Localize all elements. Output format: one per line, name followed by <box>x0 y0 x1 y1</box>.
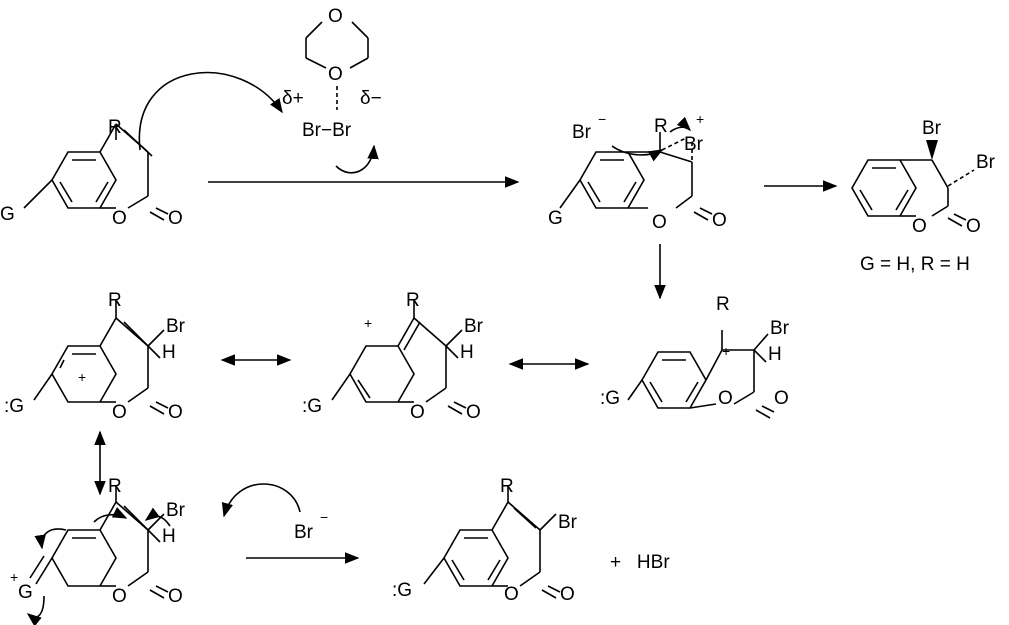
atom-g-lonepair: :G <box>4 396 24 417</box>
atom-carbonyl-o: O <box>168 586 183 607</box>
atom-br: Br <box>770 318 790 339</box>
charge-plus: + <box>10 569 18 585</box>
reagent-dioxane-bromine: O O δ+ δ− Br−Br <box>282 6 382 141</box>
atom-ring-o: O <box>504 584 519 605</box>
atom-ring-o: O <box>112 402 127 423</box>
atom-r: R <box>406 290 420 311</box>
dioxane-o-bottom: O <box>328 64 343 85</box>
condition-label: G = H, R = H <box>860 254 970 275</box>
atom-carbonyl-o: O <box>168 208 183 229</box>
atom-g: G <box>548 208 563 229</box>
atom-r: R <box>108 117 122 138</box>
atom-carbonyl-o: O <box>560 584 575 605</box>
atom-br-right: Br <box>976 152 996 173</box>
molecule-3-bromocoumarin: R Br :G O O <box>392 476 578 605</box>
atom-r: R <box>108 290 122 311</box>
resonance-form-a: R Br H + :G O O <box>4 290 186 423</box>
charge-plus: + <box>696 111 704 127</box>
atom-r: R <box>716 294 730 315</box>
atom-br-bridging: Br <box>684 134 704 155</box>
atom-r: R <box>108 476 122 497</box>
curved-arrow-bromide-base <box>221 483 301 518</box>
curved-arrow-ch-break <box>144 507 171 527</box>
dioxane-o-top: O <box>328 6 343 27</box>
bromide-base: Br <box>294 522 314 543</box>
charge-plus: + <box>364 315 372 331</box>
atom-ring-o: O <box>912 216 927 237</box>
atom-carbonyl-o: O <box>466 402 481 423</box>
charge-plus: + <box>78 369 86 385</box>
atom-g-lonepair: :G <box>302 396 322 417</box>
atom-h: H <box>460 342 474 363</box>
atom-g-lonepair: :G <box>600 388 620 409</box>
delta-plus: δ+ <box>282 88 304 109</box>
atom-carbonyl-o: O <box>168 402 183 423</box>
atom-ring-o: O <box>652 212 667 233</box>
atom-br-top: Br <box>922 118 942 139</box>
molecule-coumarin-start: R G O O <box>0 117 183 229</box>
curved-arrow-lone-pair <box>26 595 45 625</box>
atom-h: H <box>768 344 782 365</box>
atom-g: G <box>0 204 15 225</box>
bromine-molecule: Br−Br <box>302 120 352 141</box>
atom-r: R <box>500 476 514 497</box>
atom-carbonyl-o: O <box>966 216 981 237</box>
bromide-ion: Br <box>572 122 592 143</box>
curved-arrow-br-leaving <box>335 144 379 174</box>
curved-arrow-pi-shift-1 <box>34 528 67 550</box>
curved-arrow-pi-shift-2 <box>93 507 128 523</box>
atom-br: Br <box>166 500 186 521</box>
curved-arrow-bromide-attack <box>611 145 664 162</box>
atom-g-lonepair: :G <box>392 580 412 601</box>
byproduct-hbr: + HBr <box>610 552 670 573</box>
atom-carbonyl-o: O <box>712 210 727 231</box>
delta-minus: δ− <box>360 88 382 109</box>
atom-ring-o: O <box>410 402 425 423</box>
atom-carbonyl-o: O <box>774 388 789 409</box>
molecule-dibromide-product: Br Br O O <box>851 118 996 237</box>
bromide-charge: − <box>598 111 606 127</box>
curved-arrow-attack <box>138 71 283 151</box>
resonance-form-d: R Br H + G O O <box>10 476 186 607</box>
resonance-form-c: R Br H + :G O O <box>600 294 790 419</box>
atom-r: R <box>654 116 668 137</box>
atom-br: Br <box>166 316 186 337</box>
atom-br: Br <box>558 512 578 533</box>
atom-h: H <box>162 526 176 547</box>
atom-ring-o: O <box>112 208 127 229</box>
resonance-form-b: R Br H + :G O O <box>302 290 484 423</box>
bromide-base-charge: − <box>320 509 328 525</box>
atom-ring-o: O <box>112 586 127 607</box>
atom-h: H <box>162 342 176 363</box>
charge-plus: + <box>722 343 730 359</box>
curved-arrow-bromonium-open <box>669 116 692 133</box>
molecule-bromonium-intermediate: R Br + G O O <box>548 111 727 233</box>
atom-ring-o: O <box>718 388 733 409</box>
atom-g-cation: G <box>18 582 33 603</box>
atom-br: Br <box>464 316 484 337</box>
